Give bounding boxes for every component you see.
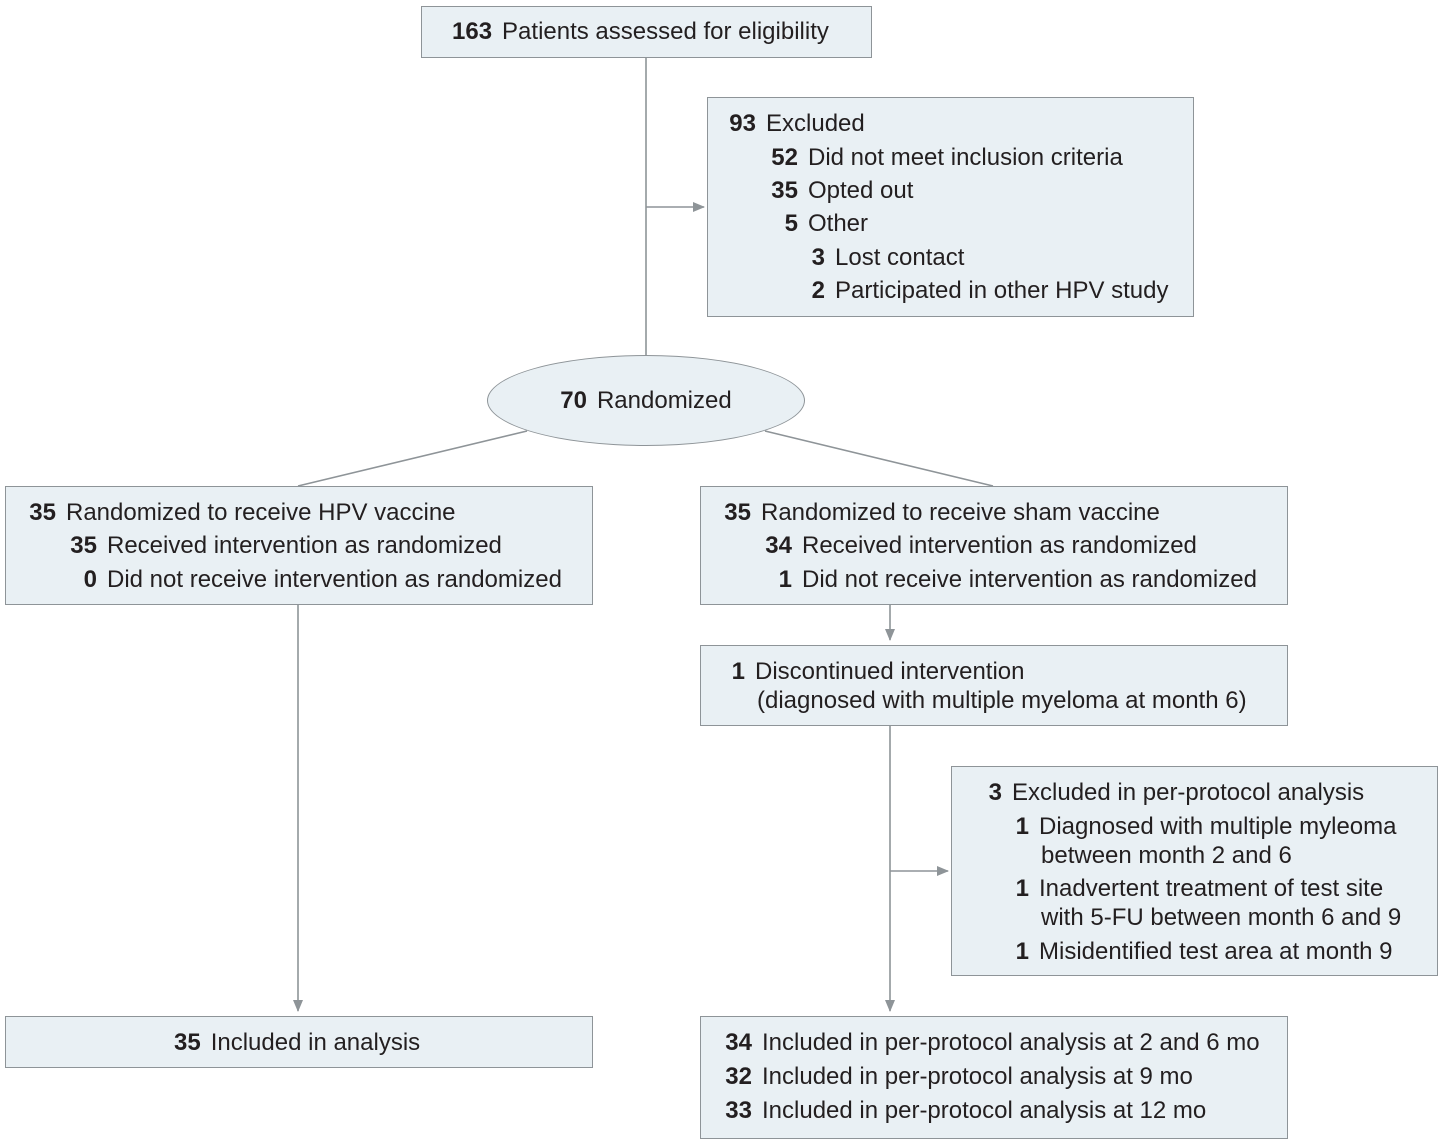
assessed-box: 163 Patients assessed for eligibility bbox=[421, 6, 872, 58]
sham-analysis-count: 34 bbox=[725, 1029, 752, 1056]
excluded-reason-label: Did not meet inclusion criteria bbox=[808, 144, 1123, 171]
sham-analysis-label: Included in per-protocol analysis at 9 m… bbox=[762, 1063, 1193, 1090]
other-reason-label: Lost contact bbox=[835, 244, 965, 271]
pp-reason-line1: Misidentified test area at month 9 bbox=[1039, 938, 1393, 965]
pp-reason-count: 1 bbox=[1015, 938, 1029, 965]
excluded-reason-label: Opted out bbox=[808, 177, 914, 204]
discontinued-count: 1 bbox=[731, 658, 745, 685]
assessed-label: Patients assessed for eligibility bbox=[502, 18, 829, 45]
pp-reason-line1: Diagnosed with multiple myleoma bbox=[1039, 813, 1397, 840]
pp-reason-line2: with 5-FU between month 6 and 9 bbox=[1041, 904, 1402, 931]
sham-received-label: Received intervention as randomized bbox=[802, 532, 1197, 559]
hpv-received-label: Received intervention as randomized bbox=[107, 532, 502, 559]
hpv-received-count: 35 bbox=[70, 532, 97, 559]
pp-excluded-count: 3 bbox=[988, 779, 1002, 806]
excluded-reason-count: 5 bbox=[784, 210, 798, 237]
sham-allocation-label: Randomized to receive sham vaccine bbox=[761, 499, 1160, 526]
sham-analysis-label: Included in per-protocol analysis at 12 … bbox=[762, 1097, 1207, 1124]
sham-not-received-label: Did not receive intervention as randomiz… bbox=[802, 566, 1257, 593]
per-protocol-excluded-box: 3 Excluded in per-protocol analysis 1 Diag… bbox=[951, 766, 1438, 976]
hpv-allocation-count: 35 bbox=[29, 499, 56, 526]
discontinued-box: 1 Discontinued intervention (diagnosed wi… bbox=[700, 645, 1288, 726]
excluded-label: Excluded bbox=[766, 110, 865, 137]
sham-allocation-box: 35 Randomized to receive sham vaccine 34 R… bbox=[700, 486, 1288, 605]
excluded-reason-label: Other bbox=[808, 210, 869, 237]
randomized-count: 70 bbox=[560, 386, 587, 414]
discontinued-label: Discontinued intervention bbox=[755, 658, 1025, 685]
pp-reason-count: 1 bbox=[1015, 813, 1029, 840]
pp-excluded-label: Excluded in per-protocol analysis bbox=[1012, 779, 1365, 806]
excluded-count: 93 bbox=[729, 110, 756, 137]
sham-analysis-label: Included in per-protocol analysis at 2 a… bbox=[762, 1029, 1260, 1056]
randomized-label: Randomized bbox=[596, 386, 732, 414]
excluded-reason-count: 35 bbox=[771, 177, 798, 204]
assessed-count: 163 bbox=[452, 18, 493, 45]
sham-analysis-count: 32 bbox=[725, 1063, 752, 1090]
other-reason-label: Participated in other HPV study bbox=[835, 277, 1169, 304]
hpv-not-received-count: 0 bbox=[83, 566, 97, 593]
sham-analysis-count: 33 bbox=[725, 1097, 752, 1124]
randomized-to-sham-line bbox=[764, 430, 994, 487]
hpv-analysis-label: Included in analysis bbox=[210, 1029, 421, 1056]
excluded-reason-count: 52 bbox=[771, 144, 798, 171]
pp-reason-line2: between month 2 and 6 bbox=[1041, 842, 1292, 869]
sham-analysis-box: 34 Included in per-protocol analysis at 2… bbox=[700, 1016, 1288, 1139]
sham-not-received-count: 1 bbox=[778, 566, 792, 593]
other-reason-count: 2 bbox=[811, 277, 825, 304]
hpv-not-received-label: Did not receive intervention as randomiz… bbox=[107, 566, 562, 593]
pp-reason-count: 1 bbox=[1015, 875, 1029, 902]
other-reason-count: 3 bbox=[811, 244, 825, 271]
randomized-ellipse: 70 Randomized bbox=[487, 355, 805, 446]
pp-reason-line1: Inadvertent treatment of test site bbox=[1039, 875, 1384, 902]
randomized-to-hpv-line bbox=[297, 430, 528, 487]
sham-received-count: 34 bbox=[765, 532, 792, 559]
hpv-allocation-label: Randomized to receive HPV vaccine bbox=[66, 499, 456, 526]
hpv-analysis-box: 35 Included in analysis bbox=[5, 1016, 593, 1068]
hpv-analysis-count: 35 bbox=[174, 1029, 201, 1056]
sham-allocation-count: 35 bbox=[724, 499, 751, 526]
discontinued-detail: (diagnosed with multiple myeloma at mont… bbox=[757, 687, 1247, 714]
